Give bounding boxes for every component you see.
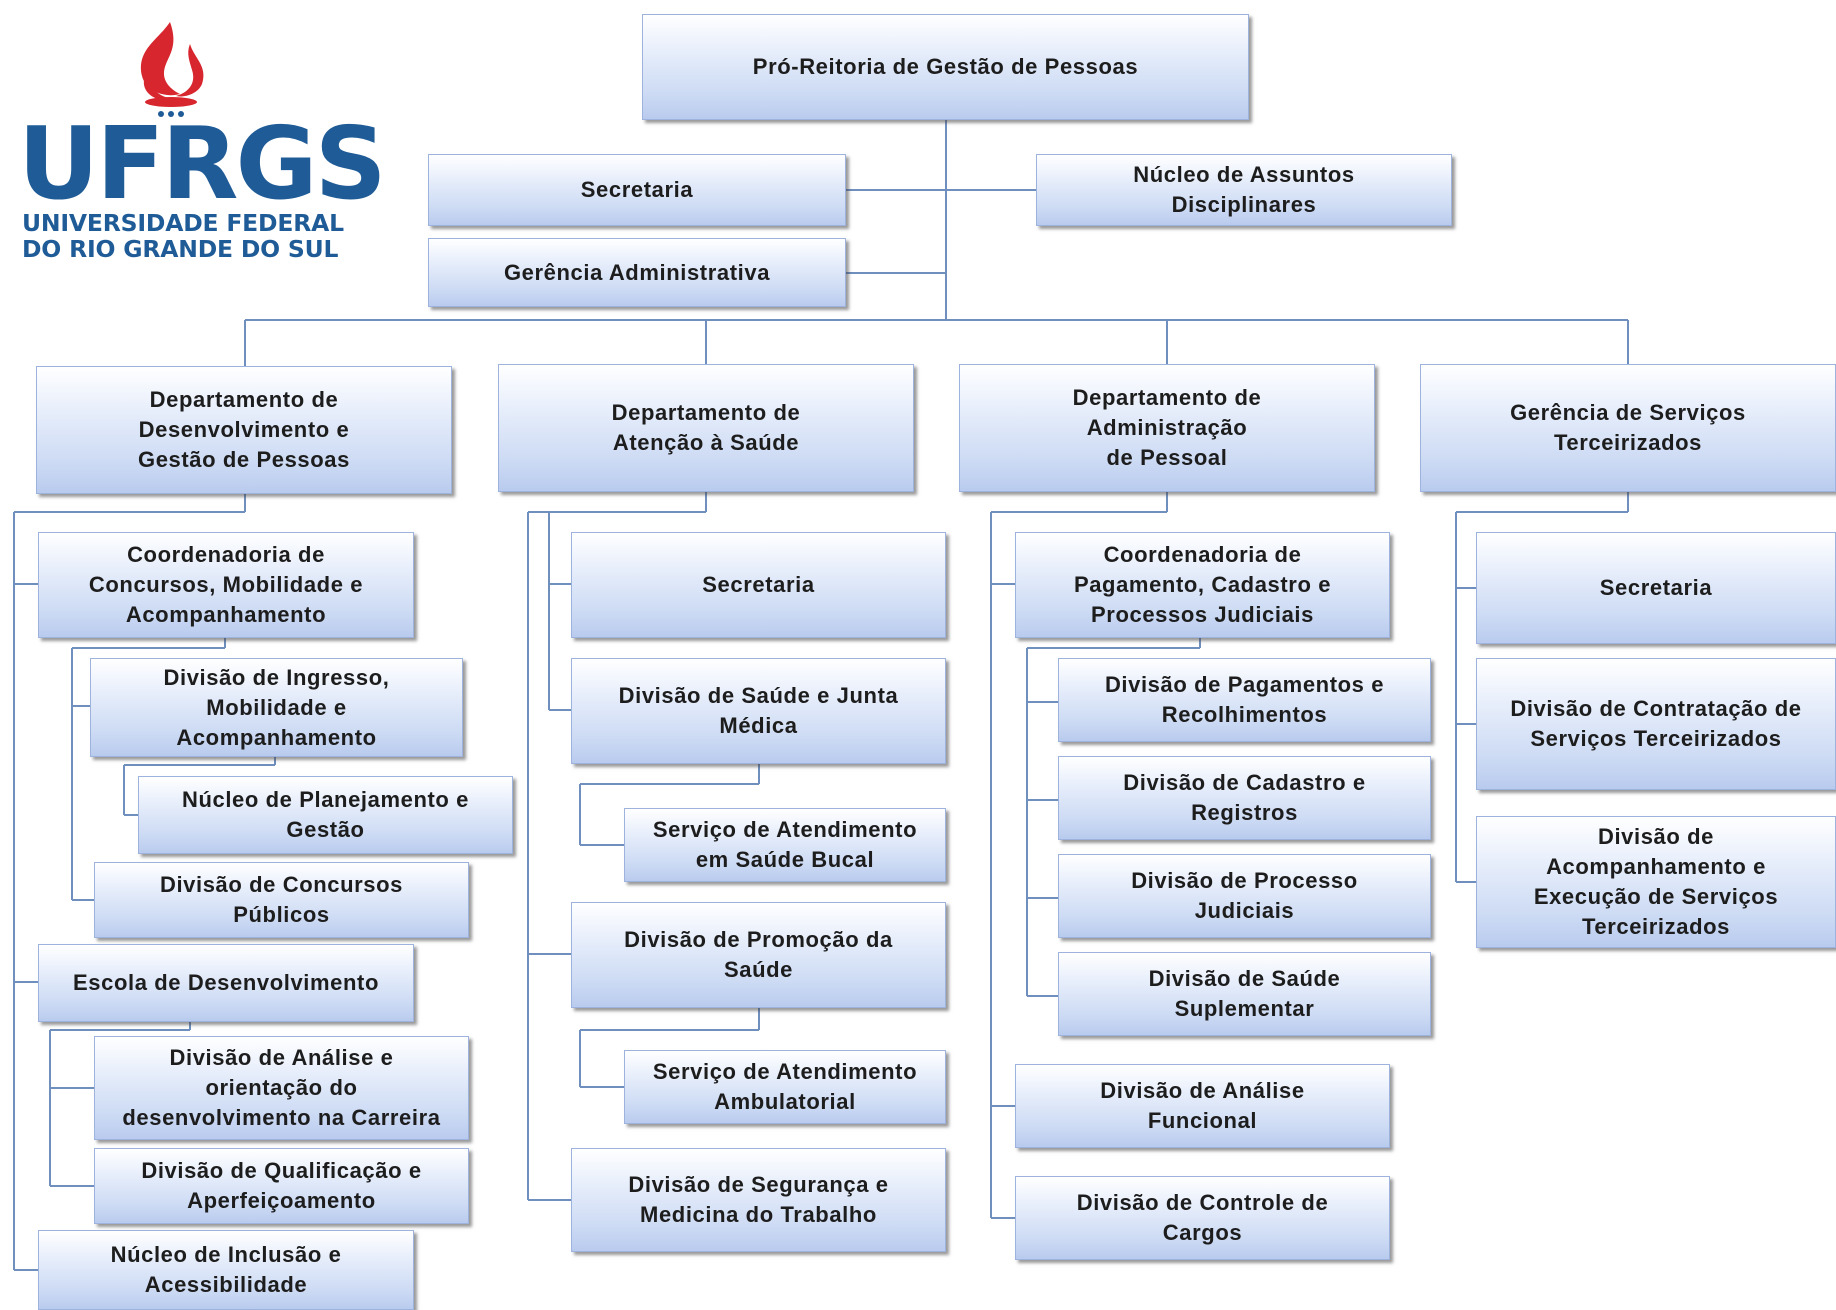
node-serv-saude-bucal: Serviço de Atendimento em Saúde Bucal — [624, 808, 946, 882]
logo-subtitle-line2: DO RIO GRANDE DO SUL — [22, 235, 339, 263]
node-div-saude-suplementar: Divisão de Saúde Suplementar — [1058, 952, 1431, 1036]
node-pro-reitoria: Pró-Reitoria de Gestão de Pessoas — [642, 14, 1249, 120]
node-coord-concursos: Coordenadoria de Concursos, Mobilidade e… — [38, 532, 414, 638]
node-dept-administracao-pessoal: Departamento de Administração de Pessoal — [959, 364, 1375, 492]
node-div-analise-carreira: Divisão de Análise e orientação do desen… — [94, 1036, 469, 1140]
node-escola-desenvolvimento: Escola de Desenvolvimento — [38, 944, 414, 1022]
node-gerencia-administrativa: Gerência Administrativa — [428, 238, 846, 307]
node-div-controle-cargos: Divisão de Controle de Cargos — [1015, 1176, 1390, 1260]
node-div-qualificacao: Divisão de Qualificação e Aperfeiçoament… — [94, 1148, 469, 1224]
node-dept-atencao-saude: Departamento de Atenção à Saúde — [498, 364, 914, 492]
node-nucleo-planejamento: Núcleo de Planejamento e Gestão — [138, 776, 513, 854]
node-nucleo-inclusao: Núcleo de Inclusão e Acessibilidade — [38, 1230, 414, 1310]
node-secretaria-top: Secretaria — [428, 154, 846, 226]
node-coord-pagamento: Coordenadoria de Pagamento, Cadastro e P… — [1015, 532, 1390, 638]
node-dept-desenvolvimento: Departamento de Desenvolvimento e Gestão… — [36, 366, 452, 494]
node-div-saude-junta: Divisão de Saúde e Junta Médica — [571, 658, 946, 764]
node-div-concursos: Divisão de Concursos Públicos — [94, 862, 469, 938]
node-secretaria-saude: Secretaria — [571, 532, 946, 638]
torch-flame-icon — [140, 22, 204, 117]
node-secretaria-terceirizados: Secretaria — [1476, 532, 1836, 644]
ufrgs-logo: UFRGS UNIVERSIDADE FEDERAL DO RIO GRANDE… — [18, 14, 387, 274]
node-div-pagamentos: Divisão de Pagamentos e Recolhimentos — [1058, 658, 1431, 742]
node-div-processo: Divisão de Processo Judiciais — [1058, 854, 1431, 938]
node-div-contratacao: Divisão de Contratação de Serviços Terce… — [1476, 658, 1836, 790]
node-div-ingresso: Divisão de Ingresso, Mobilidade e Acompa… — [90, 658, 463, 757]
node-gerencia-servicos-terceirizados: Gerência de Serviços Terceirizados — [1420, 364, 1836, 492]
node-div-analise-funcional: Divisão de Análise Funcional — [1015, 1064, 1390, 1148]
node-div-seguranca: Divisão de Segurança e Medicina do Traba… — [571, 1148, 946, 1252]
node-div-acompanhamento-execucao: Divisão de Acompanhamento e Execução de … — [1476, 816, 1836, 948]
logo-subtitle-line1: UNIVERSIDADE FEDERAL — [22, 209, 344, 237]
logo-wordmark: UFRGS — [18, 105, 387, 222]
node-nucleo-assuntos-disciplinares: Núcleo de Assuntos Disciplinares — [1036, 154, 1452, 226]
node-serv-ambulatorial: Serviço de Atendimento Ambulatorial — [624, 1050, 946, 1124]
node-div-promocao-saude: Divisão de Promoção da Saúde — [571, 902, 946, 1008]
node-div-cadastro: Divisão de Cadastro e Registros — [1058, 756, 1431, 840]
